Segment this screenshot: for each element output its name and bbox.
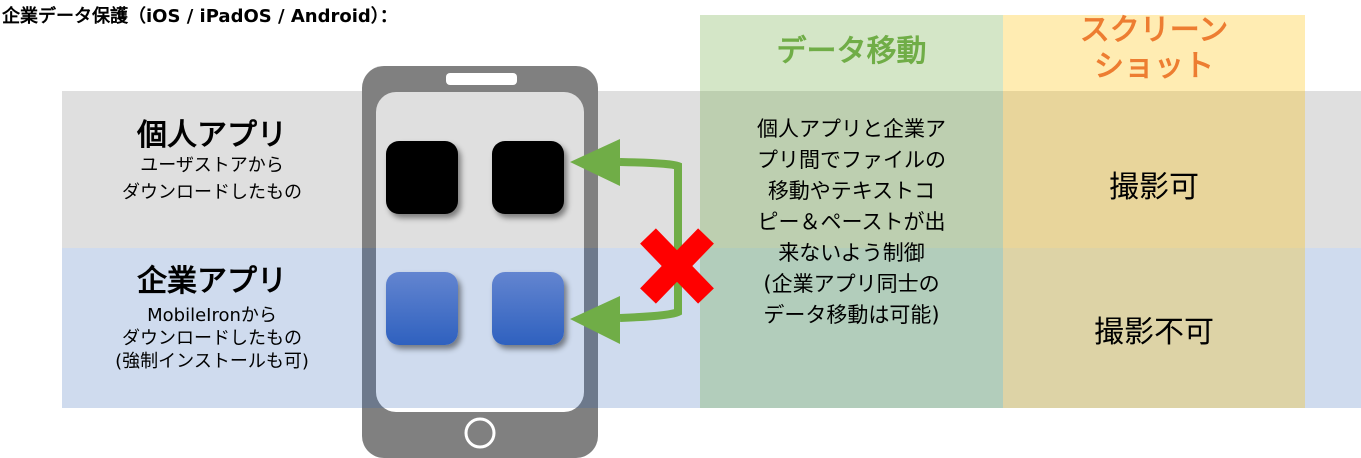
- personal-screenshot-status: 撮影可: [1109, 170, 1199, 205]
- screenshot-header-line: スクリーン: [1079, 13, 1229, 48]
- data-transfer-header: データ移動: [700, 34, 1003, 70]
- personal-apps-desc: ユーザストアから: [140, 155, 284, 176]
- data-transfer-header-label: データ移動: [776, 34, 927, 69]
- personal-apps-band: [62, 91, 1361, 248]
- arrow-to-corporate-icon: [570, 210, 682, 344]
- personal-apps-desc: ダウンロードしたもの: [122, 182, 302, 203]
- personal-app-icon: [386, 141, 458, 214]
- personal-apps-heading: 個人アプリ: [137, 118, 287, 153]
- page-title: 企業データ保護（iOS / iPadOS / Android）：: [2, 6, 398, 27]
- arrow-to-personal-icon: [570, 139, 682, 210]
- description-line: データ移動は可能): [763, 303, 940, 327]
- description-line: (企業アプリ同士の: [763, 272, 940, 296]
- data-transfer-column: [700, 15, 1003, 408]
- corporate-apps-label: 企業アプリ MobileIronから ダウンロードしたもの (強制インストールも…: [62, 264, 362, 373]
- description-line: 移動やテキストコ: [767, 179, 936, 203]
- corporate-app-icon: [386, 272, 458, 345]
- personal-apps-label: 個人アプリ ユーザストアから ダウンロードしたもの: [62, 118, 362, 204]
- personal-app-icon: [492, 141, 564, 214]
- corporate-screenshot-status: 撮影不可: [1094, 315, 1214, 350]
- corporate-apps-band: [62, 248, 1361, 408]
- description-line: ピー＆ペーストが出: [757, 210, 946, 234]
- screenshot-header-line: ショット: [1094, 49, 1214, 84]
- corporate-apps-heading: 企業アプリ: [137, 264, 287, 299]
- description-line: 個人アプリと企業ア: [757, 117, 946, 141]
- description-line: プリ間でファイルの: [757, 148, 946, 172]
- blocked-x-icon: [640, 228, 714, 304]
- corporate-apps-desc: (強制インストールも可): [115, 351, 309, 372]
- data-transfer-description: 個人アプリと企業ア プリ間でファイルの 移動やテキストコ ピー＆ペーストが出 来…: [700, 114, 1003, 331]
- description-line: 来ないよう制御: [778, 241, 925, 265]
- screenshot-header: スクリーン ショット: [1003, 13, 1305, 85]
- screenshot-column: [1003, 15, 1305, 408]
- corporate-app-icon: [492, 272, 564, 345]
- corporate-apps-desc: ダウンロードしたもの: [122, 328, 302, 349]
- corporate-apps-desc: MobileIronから: [147, 305, 277, 326]
